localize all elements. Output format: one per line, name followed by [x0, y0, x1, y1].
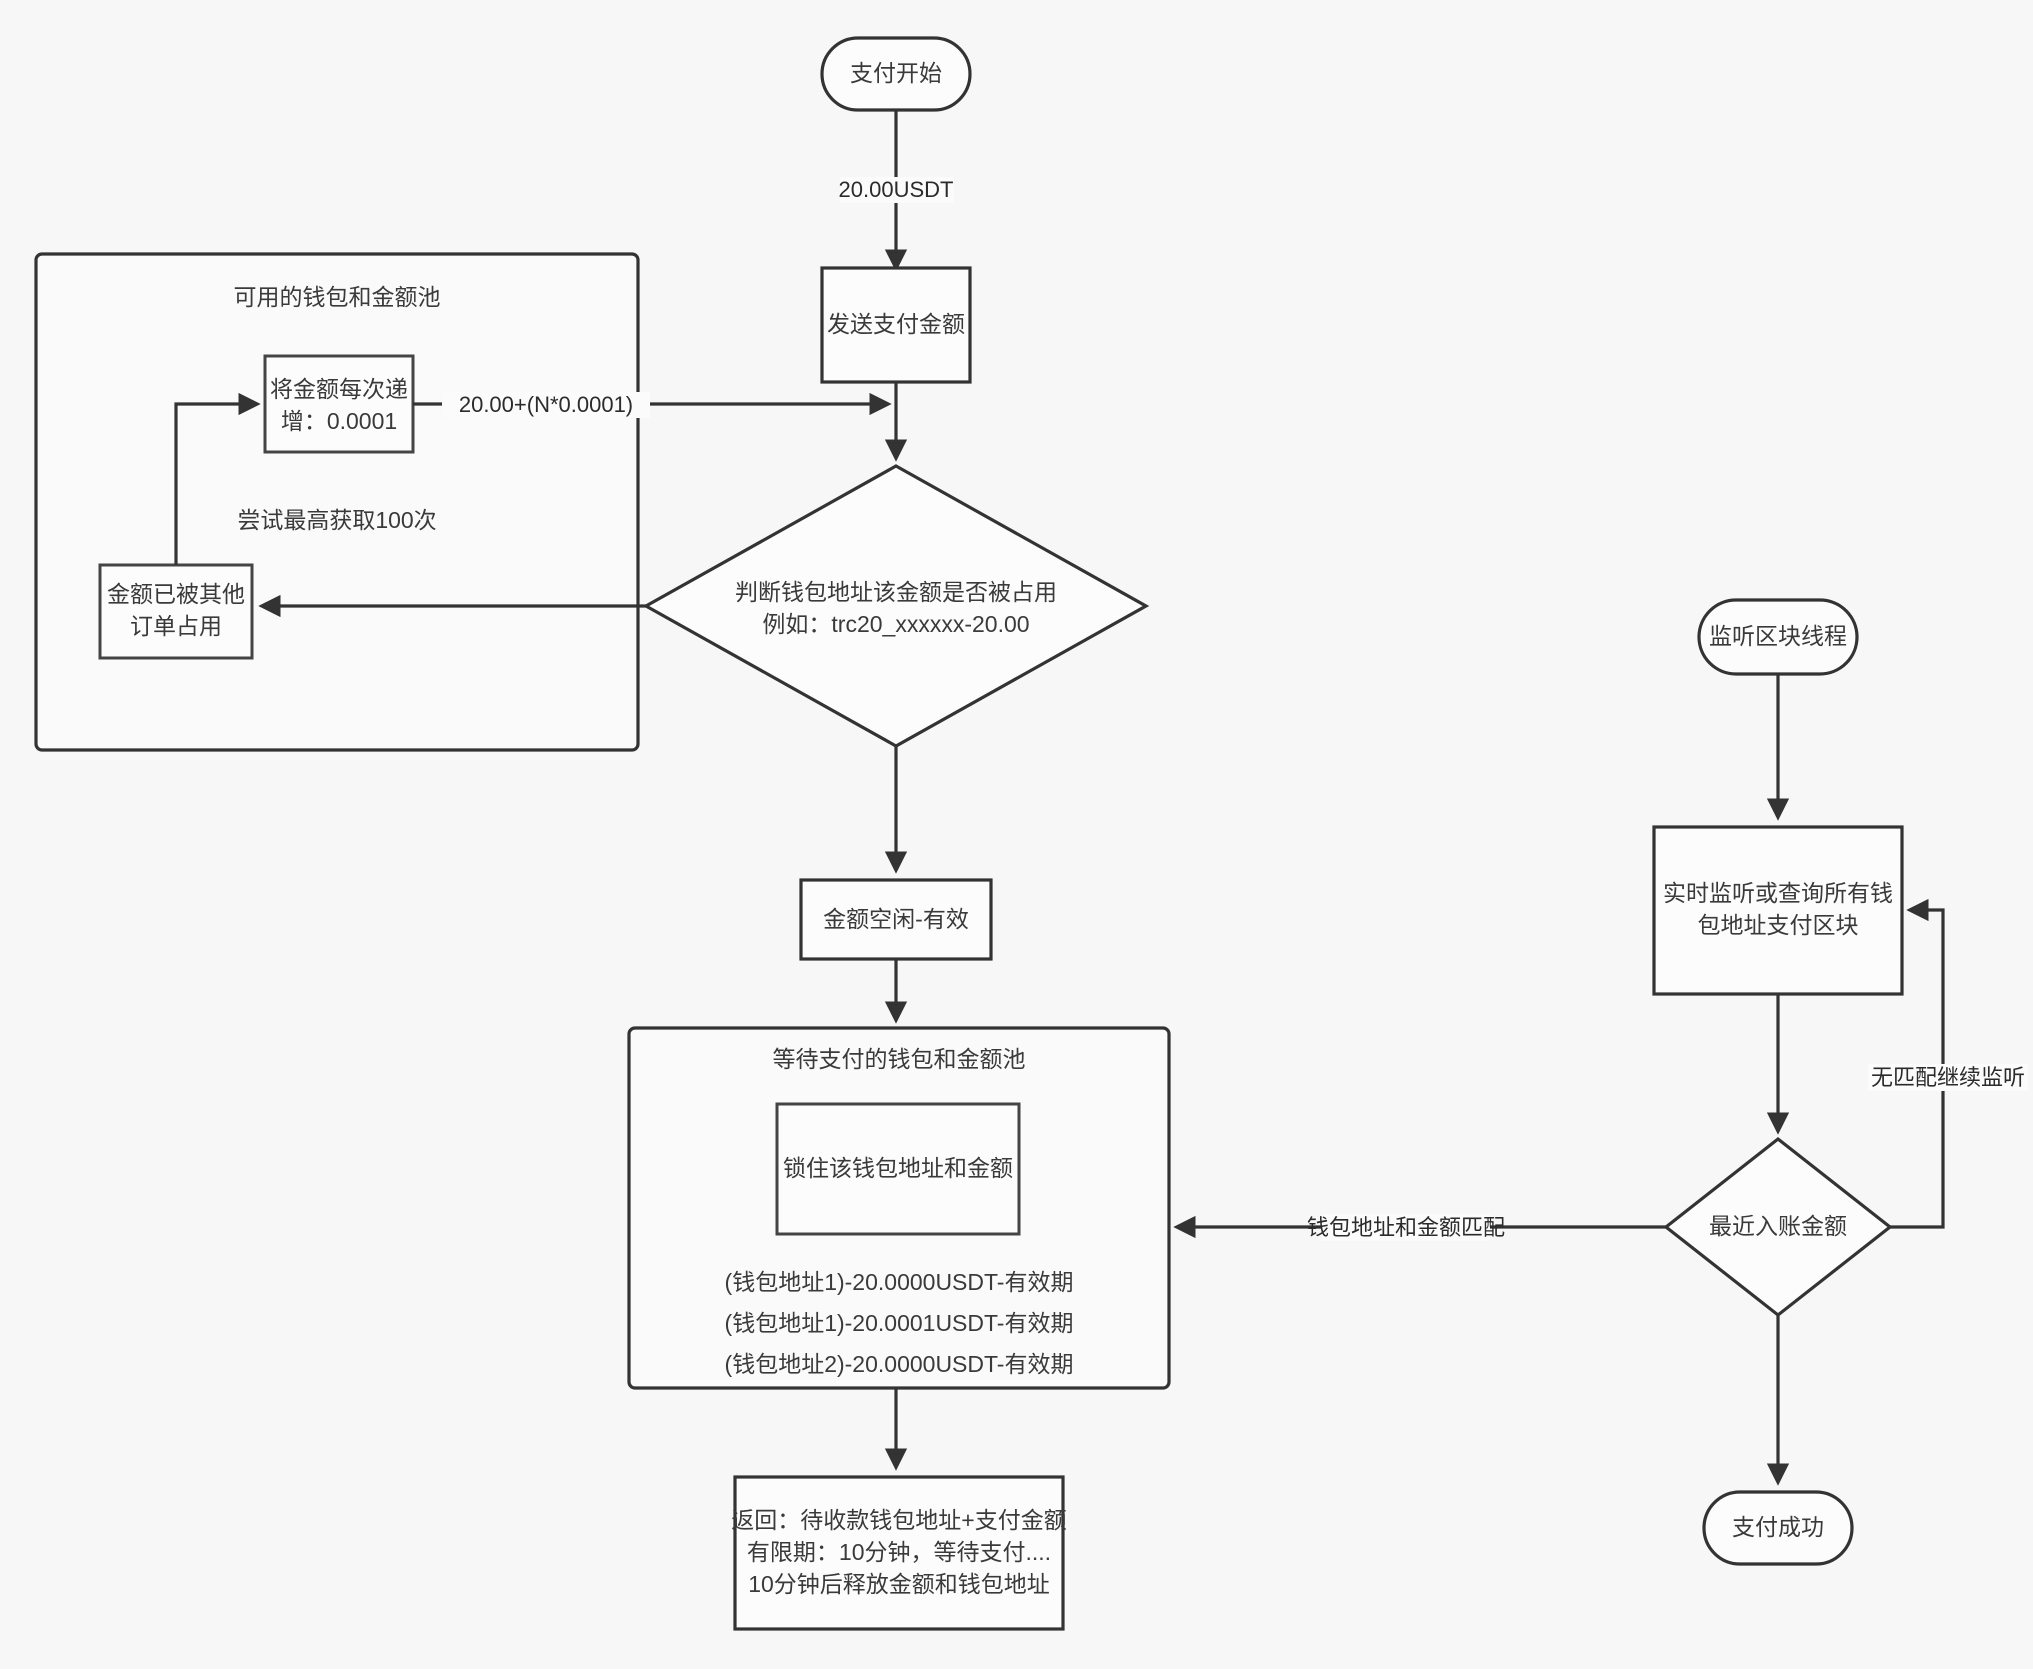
payment-start-label: 支付开始	[850, 60, 942, 86]
occupied-node[interactable]: 金额已被其他 订单占用	[98, 563, 254, 660]
edge-occupied-to-increment	[174, 392, 261, 565]
realtime-listen-shape[interactable]	[1652, 825, 1904, 996]
realtime-listen-line1: 实时监听或查询所有钱	[1663, 880, 1893, 906]
pool-entry-0: (钱包地址1)-20.0000USDT-有效期	[725, 1269, 1074, 1295]
payment-success-label: 支付成功	[1732, 1514, 1824, 1540]
send-amount-label: 发送支付金额	[827, 311, 965, 337]
return-label-line3: 10分钟后释放金额和钱包地址	[748, 1571, 1050, 1597]
container-available-pool: 可用的钱包和金额池 将金额每次递 增：0.0001 尝试最高获取100次 金额已…	[34, 252, 640, 752]
edge-label-no-match: 无匹配继续监听	[1871, 1065, 2025, 1090]
check-occupied-label-line2: 例如：trc20_xxxxxx-20.00	[762, 611, 1029, 637]
pool-entry-1: (钱包地址1)-20.0001USDT-有效期	[725, 1310, 1074, 1336]
edge-label-bg-no-match	[1868, 1064, 2028, 1091]
increment-box[interactable]	[263, 354, 415, 454]
node-send-amount[interactable]: 发送支付金额	[820, 266, 972, 384]
node-payment-start[interactable]: 支付开始	[820, 36, 972, 112]
node-return-info[interactable]: 返回：待收款钱包地址+支付金额 有限期：10分钟，等待支付.... 10分钟后释…	[731, 1475, 1067, 1631]
send-amount-shape[interactable]	[820, 266, 972, 384]
occupied-box[interactable]	[98, 563, 254, 660]
edge-label-bg-start-send	[840, 177, 954, 203]
available-pool-box	[34, 252, 640, 752]
return-label-line2: 有限期：10分钟，等待支付....	[747, 1539, 1051, 1565]
increment-node[interactable]: 将金额每次递 增：0.0001	[263, 354, 415, 454]
listen-thread-label: 监听区块线程	[1709, 623, 1847, 649]
lock-box[interactable]	[775, 1102, 1021, 1236]
return-box-shape[interactable]	[733, 1475, 1065, 1631]
edge-label-wallet-amount-match: 钱包地址和金额匹配	[1307, 1215, 1505, 1240]
return-label-line1: 返回：待收款钱包地址+支付金额	[731, 1507, 1066, 1533]
lock-node[interactable]: 锁住该钱包地址和金额	[775, 1102, 1021, 1236]
available-pool-title: 可用的钱包和金额池	[234, 284, 441, 310]
node-payment-success[interactable]: 支付成功	[1702, 1490, 1854, 1566]
occupied-label-line1: 金额已被其他	[107, 581, 245, 607]
container-waiting-pool: 等待支付的钱包和金额池 锁住该钱包地址和金额 (钱包地址1)-20.0000US…	[627, 1026, 1171, 1390]
node-amount-free[interactable]: 金额空闲-有效	[799, 878, 993, 961]
recent-amount-label: 最近入账金额	[1709, 1213, 1847, 1239]
edge-label-bg-match	[1322, 1214, 1490, 1241]
increment-label-line2: 增：0.0001	[281, 408, 397, 434]
edge-label-start-to-send: 20.00USDT	[839, 177, 954, 202]
lock-label: 锁住该钱包地址和金额	[783, 1155, 1013, 1181]
occupied-label-line2: 订单占用	[130, 613, 222, 639]
amount-free-shape[interactable]	[799, 878, 993, 961]
check-occupied-label-line1: 判断钱包地址该金额是否被占用	[735, 579, 1057, 605]
waiting-pool-title: 等待支付的钱包和金额池	[773, 1046, 1026, 1072]
realtime-listen-line2: 包地址支付区块	[1698, 912, 1859, 938]
available-pool-note: 尝试最高获取100次	[237, 507, 436, 533]
amount-free-label: 金额空闲-有效	[823, 906, 969, 932]
edge-label-increment-to-decision: 20.00+(N*0.0001)	[459, 392, 633, 417]
node-check-occupied[interactable]: 判断钱包地址该金额是否被占用 例如：trc20_xxxxxx-20.00	[642, 464, 1150, 748]
increment-label-line1: 将金额每次递	[270, 376, 408, 402]
node-realtime-listen[interactable]: 实时监听或查询所有钱 包地址支付区块	[1652, 825, 1904, 996]
edge-label-bg-increment	[442, 392, 650, 418]
pool-entry-2: (钱包地址2)-20.0000USDT-有效期	[725, 1351, 1074, 1377]
node-listen-thread[interactable]: 监听区块线程	[1697, 598, 1859, 676]
payment-success-shape[interactable]	[1702, 1490, 1854, 1566]
